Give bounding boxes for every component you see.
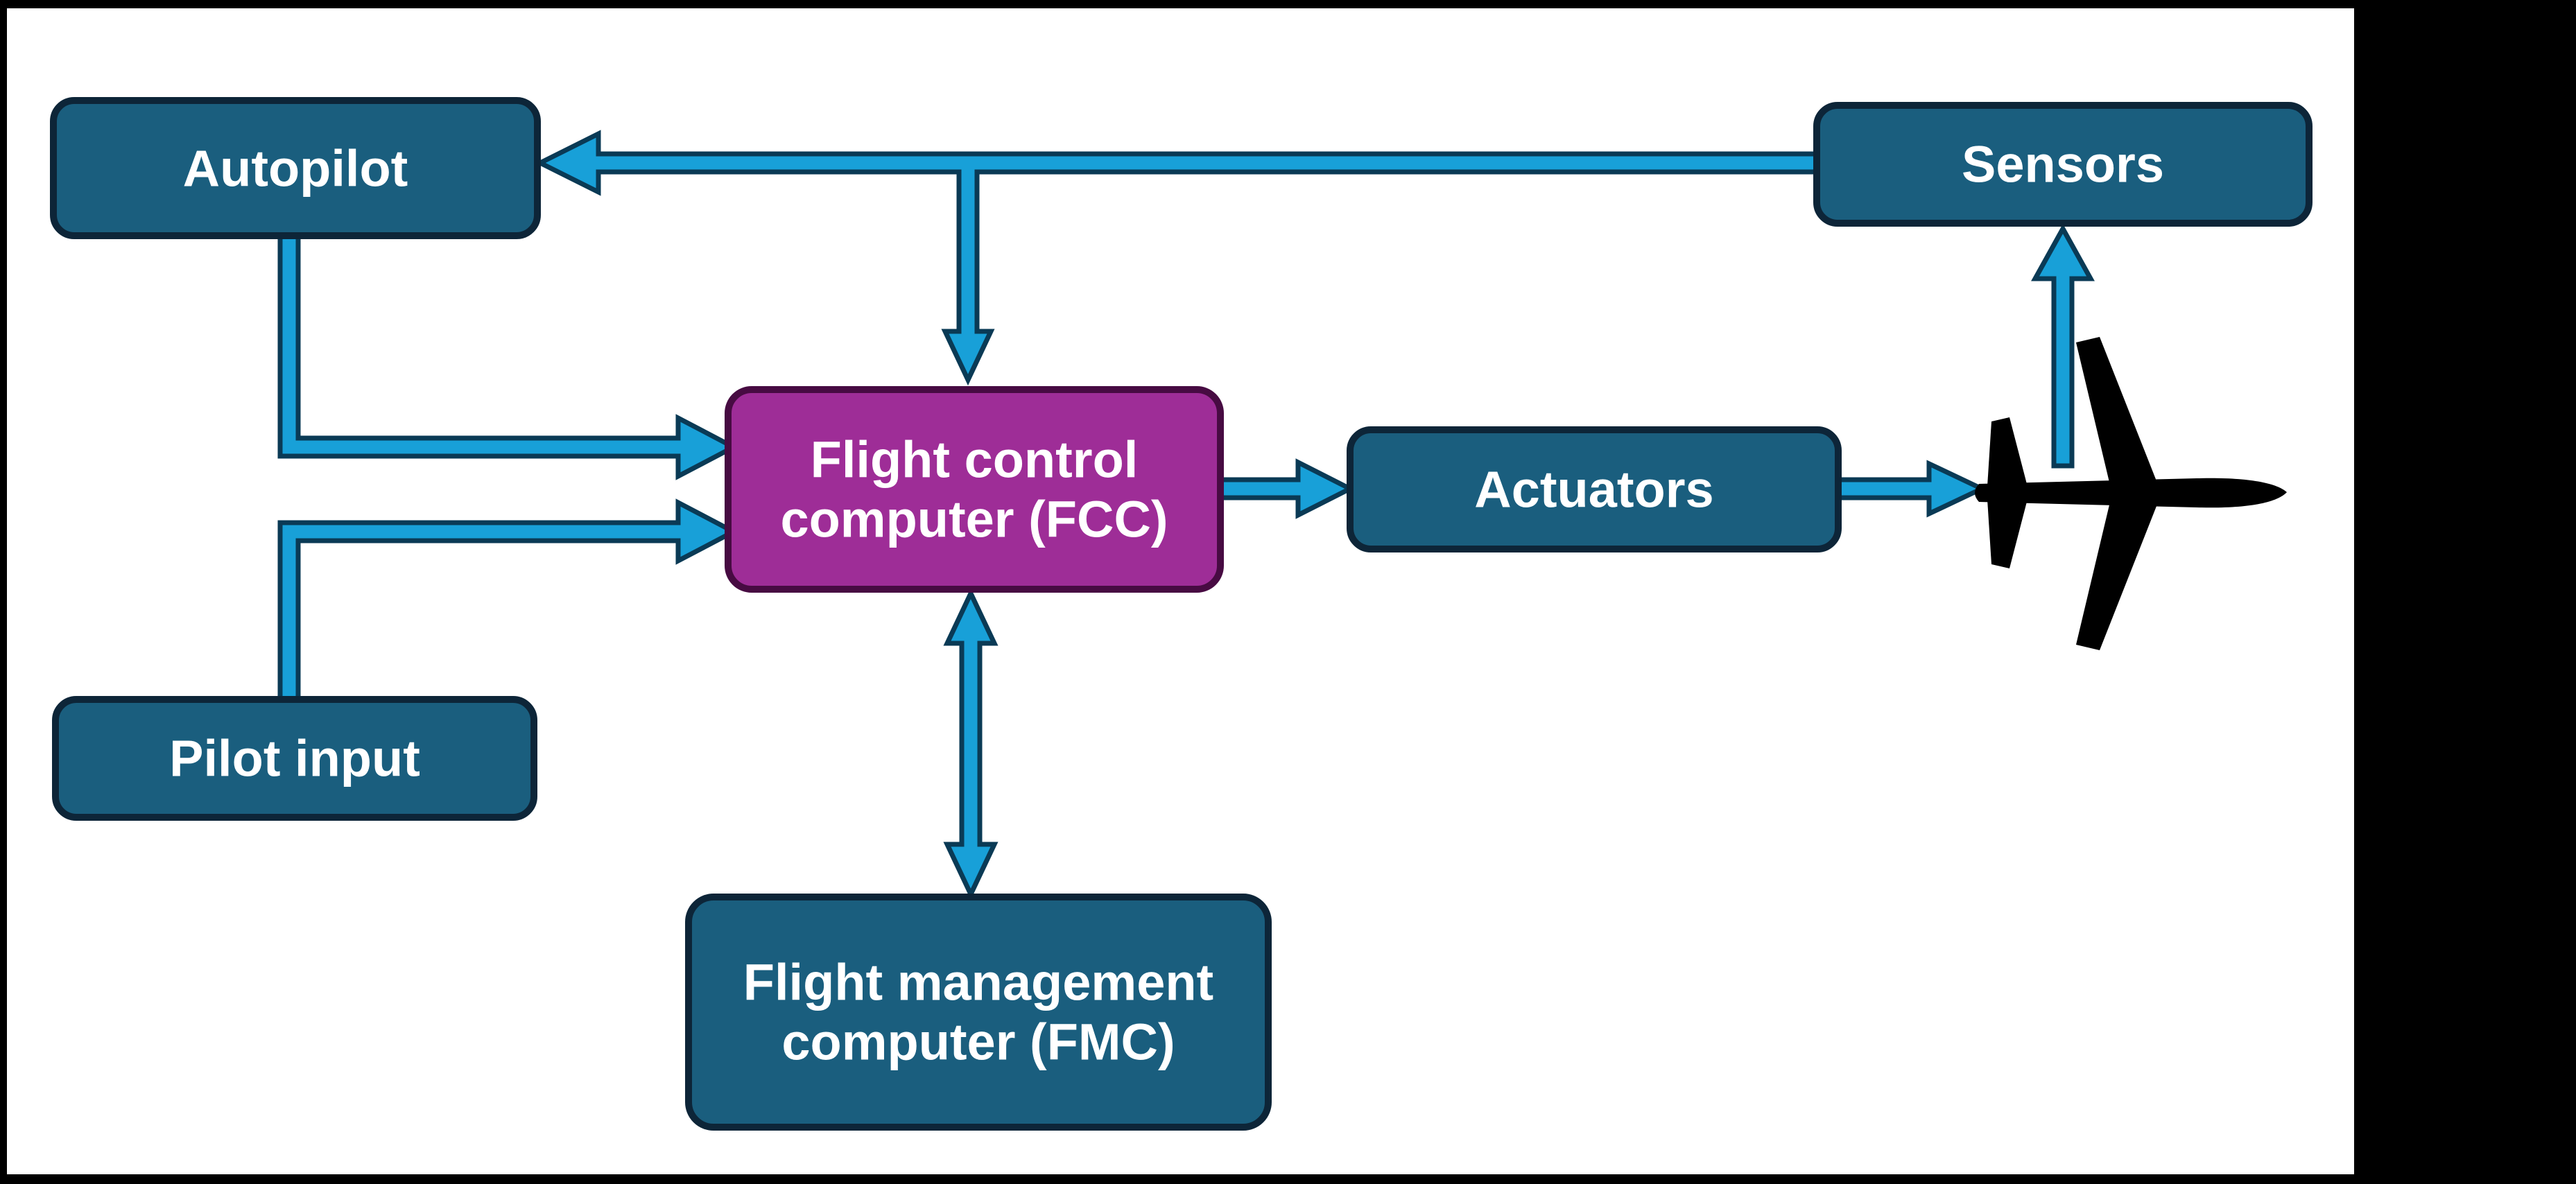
arrow-fcc-to-actuators bbox=[1218, 458, 1356, 519]
pilot-input-box bbox=[52, 696, 537, 821]
sensors-node: Sensors bbox=[1813, 102, 2313, 227]
fmc-box bbox=[685, 894, 1272, 1131]
autopilot-label: Autopilot bbox=[183, 140, 408, 198]
arrow-pilot-input-to-fcc bbox=[277, 498, 739, 702]
sensors-box bbox=[1813, 102, 2313, 227]
fmc-label-line2: computer (FMC) bbox=[781, 1013, 1175, 1071]
arrow-sensors-to-autopilot-and-fcc bbox=[535, 130, 1819, 386]
airplane-icon bbox=[1975, 337, 2287, 650]
fcc-label-line2: computer (FCC) bbox=[780, 491, 1168, 548]
actuators-label: Actuators bbox=[1474, 461, 1713, 519]
fcc-box bbox=[725, 386, 1224, 593]
node-layer: Autopilot Sensors Flight control compute… bbox=[50, 97, 2313, 1131]
arrow-airplane-to-sensors bbox=[2031, 223, 2095, 469]
airplane-fuselage bbox=[1975, 478, 2287, 508]
pilot-input-label: Pilot input bbox=[169, 730, 420, 787]
actuators-node: Actuators bbox=[1347, 426, 1842, 552]
arrow-actuators-to-airplane bbox=[1835, 460, 1988, 518]
pilot-input-node: Pilot input bbox=[52, 696, 537, 821]
fcc-label-line1: Flight control bbox=[811, 431, 1139, 489]
airplane-wing-bottom bbox=[2076, 499, 2159, 650]
sensors-label: Sensors bbox=[1962, 136, 2164, 193]
arrow-autopilot-to-fcc bbox=[277, 233, 739, 480]
airplane-wing-top bbox=[2076, 337, 2159, 488]
autopilot-node: Autopilot bbox=[50, 97, 541, 239]
fcc-node: Flight control computer (FCC) bbox=[725, 386, 1224, 593]
airplane-tailfin-top bbox=[1987, 417, 2028, 487]
autopilot-box bbox=[50, 97, 541, 239]
airplane-tailfin-bottom bbox=[1987, 499, 2028, 568]
fmc-label-line1: Flight management bbox=[743, 954, 1213, 1011]
arrow-layer bbox=[277, 130, 2095, 900]
fmc-node: Flight management computer (FMC) bbox=[685, 894, 1272, 1131]
actuators-box bbox=[1347, 426, 1842, 552]
